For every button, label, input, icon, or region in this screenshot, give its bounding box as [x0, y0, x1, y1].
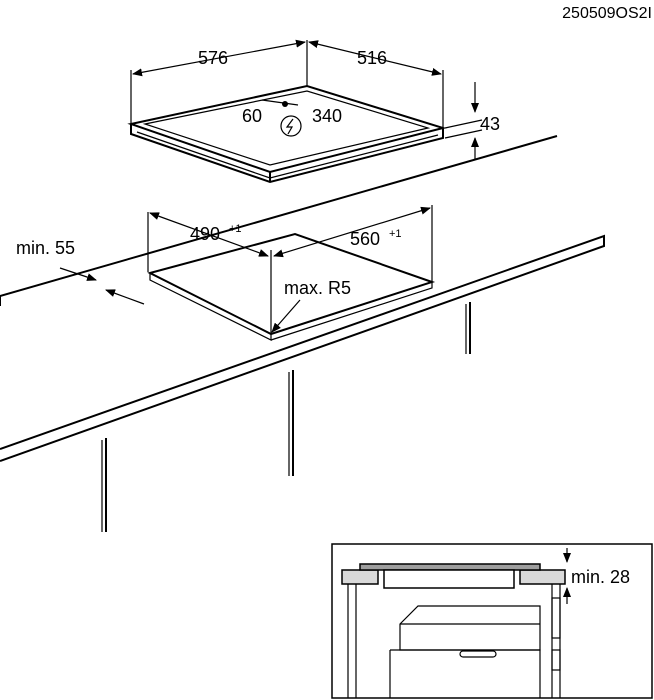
document-code: 250509OS2I [562, 5, 652, 22]
connection-x-label: 60 [242, 106, 262, 126]
corner-radius-label: max. R5 [284, 278, 351, 298]
hob-depth-label: 516 [357, 48, 387, 68]
hob-width-label: 576 [198, 48, 228, 68]
cutout-depth-label: 490 [190, 224, 220, 244]
cutout-dimensions [59, 206, 431, 333]
cutout-width-tolerance: +1 [389, 228, 402, 240]
lightning-bolt-icon [280, 115, 302, 137]
worktop-drawing [0, 135, 605, 532]
front-clearance-label: min. 55 [16, 238, 75, 258]
hob-drawing [127, 40, 447, 184]
cutout-depth-tolerance: +1 [229, 223, 242, 235]
hob-dimensions [132, 39, 483, 160]
side-detail-inset [331, 543, 653, 699]
connection-y-label: 340 [312, 106, 342, 126]
hob-height-label: 43 [480, 114, 500, 134]
side-clearance-label: min. 28 [571, 567, 630, 587]
cutout-width-label: 560 [350, 229, 380, 249]
